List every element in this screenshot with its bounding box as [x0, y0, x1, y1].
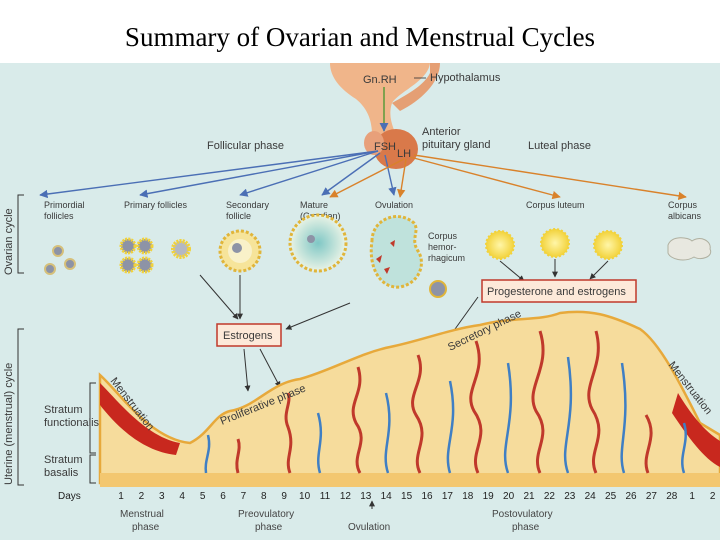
stratum-basalis-1: Stratum: [44, 454, 83, 466]
menstrual-phase-label-2: phase: [132, 522, 160, 533]
menstrual-phase-label-1: Menstrual: [120, 509, 164, 520]
ovulating-follicle: [369, 215, 447, 298]
day-tick-label: 2: [139, 491, 145, 502]
day-tick-label: 25: [605, 491, 617, 502]
stage-corpus-albicans-2: albicans: [668, 211, 702, 221]
primary-follicles: [119, 237, 191, 274]
day-tick-label: 24: [585, 491, 597, 502]
day-tick-label: 7: [241, 491, 247, 502]
day-tick-label: 26: [625, 491, 637, 502]
anterior-pituitary-label-1: Anterior: [422, 126, 461, 138]
stage-secondary-2: follicle: [226, 211, 251, 221]
day-tick-label: 13: [360, 491, 372, 502]
slide-title: Summary of Ovarian and Menstrual Cycles: [124, 22, 596, 52]
day-tick-label: 11: [320, 491, 331, 502]
stage-primordial-1: Primordial: [44, 200, 85, 210]
progesterone-estrogens-label: Progesterone and estrogens: [487, 286, 626, 298]
stratum-brackets: [89, 382, 96, 484]
menstrual-shedding-left: [100, 383, 180, 455]
fsh-label: FSH: [374, 141, 396, 153]
estrogens-label: Estrogens: [223, 330, 273, 342]
day-tick-label: 5: [200, 491, 206, 502]
anterior-pituitary-gland: [374, 129, 418, 169]
preovulatory-phase-label-1: Preovulatory: [238, 509, 294, 520]
secondary-follicle: [218, 229, 262, 273]
stage-mature-1: Mature: [300, 200, 328, 210]
gnrh-label: Gn.RH: [363, 74, 397, 86]
preovulatory-phase-label-2: phase: [255, 522, 283, 533]
stage-ovulation: Ovulation: [375, 200, 413, 210]
menstrual-shedding-right: [672, 393, 720, 467]
fsh-arrows: [39, 150, 397, 199]
day-tick-label: 2: [710, 491, 716, 502]
day-tick-label: 9: [281, 491, 287, 502]
day-tick-label: 8: [261, 491, 267, 502]
corpus-hemorrhagicum-2: hemor-: [428, 242, 457, 252]
day-tick-label: 22: [544, 491, 556, 502]
day-tick-label: 1: [689, 491, 695, 502]
postovulatory-phase-label-2: phase: [512, 522, 540, 533]
day-tick-label: 6: [220, 491, 226, 502]
day-tick-label: 19: [483, 491, 495, 502]
day-tick-label: 4: [179, 491, 185, 502]
day-tick-label: 14: [381, 491, 393, 502]
spiral-arteries: [204, 356, 687, 474]
day-tick-label: 23: [564, 491, 576, 502]
anterior-pituitary-label-2: pituitary gland: [422, 139, 491, 151]
day-tick-label: 16: [421, 491, 433, 502]
day-tick-label: 27: [646, 491, 658, 502]
ovarian-cycle-axis-label: Ovarian cycle: [3, 208, 15, 275]
hypothalamus-label: Hypothalamus: [430, 72, 501, 84]
ovulation-phase-label: Ovulation: [348, 522, 390, 533]
lh-label: LH: [397, 148, 411, 160]
day-tick-label: 18: [462, 491, 474, 502]
uterine-glands: [235, 330, 653, 474]
day-tick-label: 21: [523, 491, 535, 502]
corpus-albicans: [667, 237, 712, 261]
stratum-functionalis-2: functionalis: [44, 417, 100, 429]
mature-follicle: [288, 213, 348, 273]
day-tick-label: 28: [666, 491, 678, 502]
primordial-follicles: [44, 245, 76, 275]
ovarian-menstrual-diagram: Gn.RH Hypothalamus Anterior pituitary gl…: [0, 63, 720, 540]
day-tick-label: 3: [159, 491, 165, 502]
day-tick-label: 1: [118, 491, 124, 502]
stratum-basalis-2: basalis: [44, 467, 79, 479]
uterine-cycle-bracket: Uterine (menstrual) cycle: [3, 328, 24, 486]
corpus-hemorrhagicum-3: rhagicum: [428, 253, 465, 263]
day-tick-label: 12: [340, 491, 352, 502]
hypothalamus-pituitary: [330, 63, 440, 169]
progesterone-box: Progesterone and estrogens: [481, 279, 637, 303]
follicular-phase-label: Follicular phase: [207, 140, 284, 152]
day-tick-label: 17: [442, 491, 454, 502]
day-tick-label: 20: [503, 491, 515, 502]
postovulatory-phase-label-1: Postovulatory: [492, 509, 553, 520]
stage-primordial-2: follicles: [44, 211, 74, 221]
stage-secondary-1: Secondary: [226, 200, 270, 210]
day-tick-label: 10: [299, 491, 311, 502]
stage-corpus-luteum: Corpus luteum: [526, 200, 585, 210]
corpus-luteum-series: [485, 228, 623, 260]
lh-arrows: [329, 154, 687, 200]
ovarian-cycle-bracket: Ovarian cycle: [3, 194, 24, 275]
stage-primary: Primary follicles: [124, 200, 188, 210]
endometrium: [98, 310, 720, 487]
stage-corpus-albicans-1: Corpus: [668, 200, 698, 210]
day-tick-label: 15: [401, 491, 413, 502]
corpus-hemorrhagicum-1: Corpus: [428, 231, 458, 241]
stratum-functionalis-1: Stratum: [44, 404, 83, 416]
days-label: Days: [58, 491, 81, 502]
luteal-phase-label: Luteal phase: [528, 140, 591, 152]
estrogens-box: Estrogens: [216, 323, 282, 347]
uterine-cycle-axis-label: Uterine (menstrual) cycle: [3, 363, 15, 485]
